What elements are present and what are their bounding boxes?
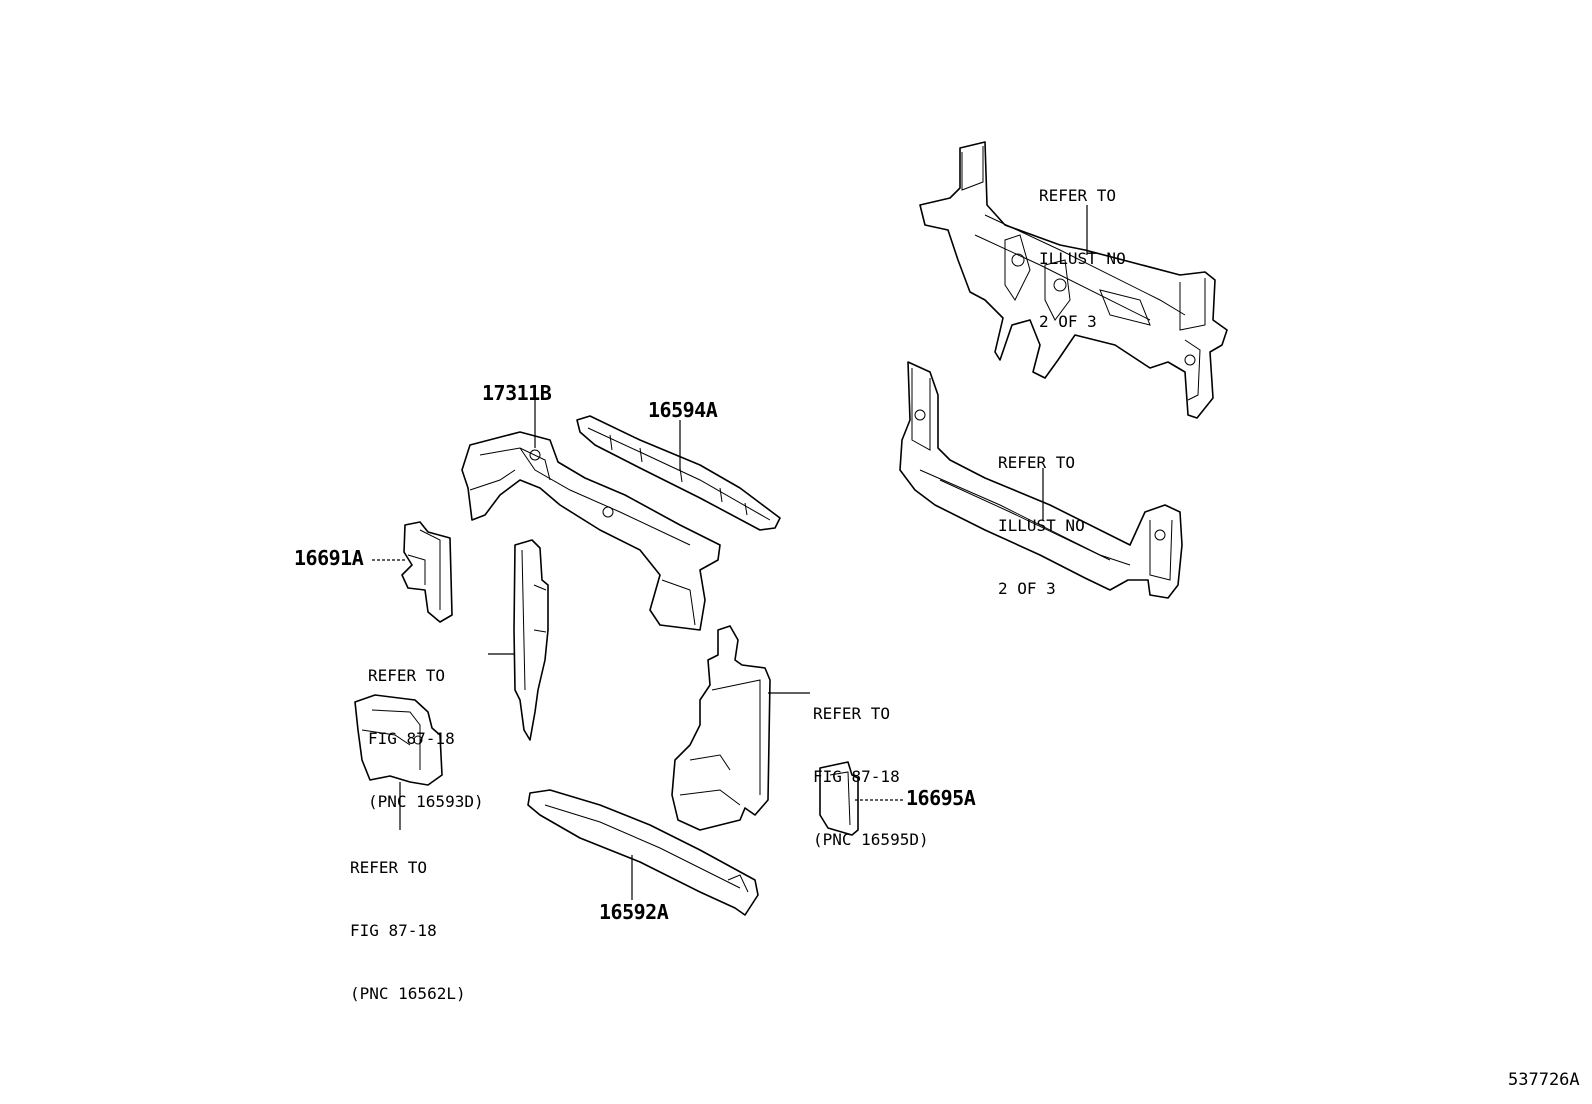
part-16695A-drawing <box>819 761 905 836</box>
reference-line: REFER TO <box>998 453 1076 472</box>
reference-upper-frame[interactable]: REFER TO ILLUST NO 2 OF 3 <box>1039 143 1126 353</box>
reference-line: 2 OF 3 <box>998 579 1056 598</box>
reference-line: (PNC 16595D) <box>813 830 929 849</box>
reference-line: (PNC 16562L) <box>350 984 466 1003</box>
reference-line: REFER TO <box>368 666 446 685</box>
reference-pnc-16562L[interactable]: REFER TO FIG 87-18 (PNC 16562L) <box>350 815 466 1025</box>
part-label-16691A[interactable]: 16691A <box>294 546 364 570</box>
reference-line: REFER TO <box>813 704 891 723</box>
left-vertical-bracket-drawing <box>488 539 549 741</box>
part-16592A-drawing <box>527 789 759 916</box>
part-label-16592A[interactable]: 16592A <box>599 900 669 924</box>
reference-line: REFER TO <box>1039 186 1117 205</box>
reference-line: REFER TO <box>350 858 428 877</box>
part-label-17311B[interactable]: 17311B <box>482 381 552 405</box>
part-16691A-drawing <box>372 521 453 623</box>
reference-line: ILLUST NO <box>998 516 1085 535</box>
part-17311B-drawing <box>461 400 721 631</box>
reference-line: 2 OF 3 <box>1039 312 1097 331</box>
reference-line: ILLUST NO <box>1039 249 1126 268</box>
lower-left-duct-drawing <box>354 694 443 830</box>
illustration-id: 537726A <box>1508 1070 1580 1090</box>
part-label-16594A[interactable]: 16594A <box>648 398 718 422</box>
reference-line: FIG 87-18 <box>350 921 437 940</box>
reference-line: FIG 87-18 <box>813 767 900 786</box>
reference-pnc-16595D[interactable]: REFER TO FIG 87-18 (PNC 16595D) <box>813 661 929 871</box>
reference-lower-frame[interactable]: REFER TO ILLUST NO 2 OF 3 <box>998 410 1085 620</box>
lower-support-frame-drawing <box>899 361 1183 599</box>
right-side-seal-drawing <box>671 625 810 831</box>
part-label-16695A[interactable]: 16695A <box>906 786 976 810</box>
reference-line: (PNC 16593D) <box>368 792 484 811</box>
upper-support-frame-drawing <box>919 141 1228 419</box>
part-16594A-drawing <box>576 415 781 531</box>
reference-pnc-16593D[interactable]: REFER TO FIG 87-18 (PNC 16593D) <box>368 623 484 833</box>
reference-line: FIG 87-18 <box>368 729 455 748</box>
